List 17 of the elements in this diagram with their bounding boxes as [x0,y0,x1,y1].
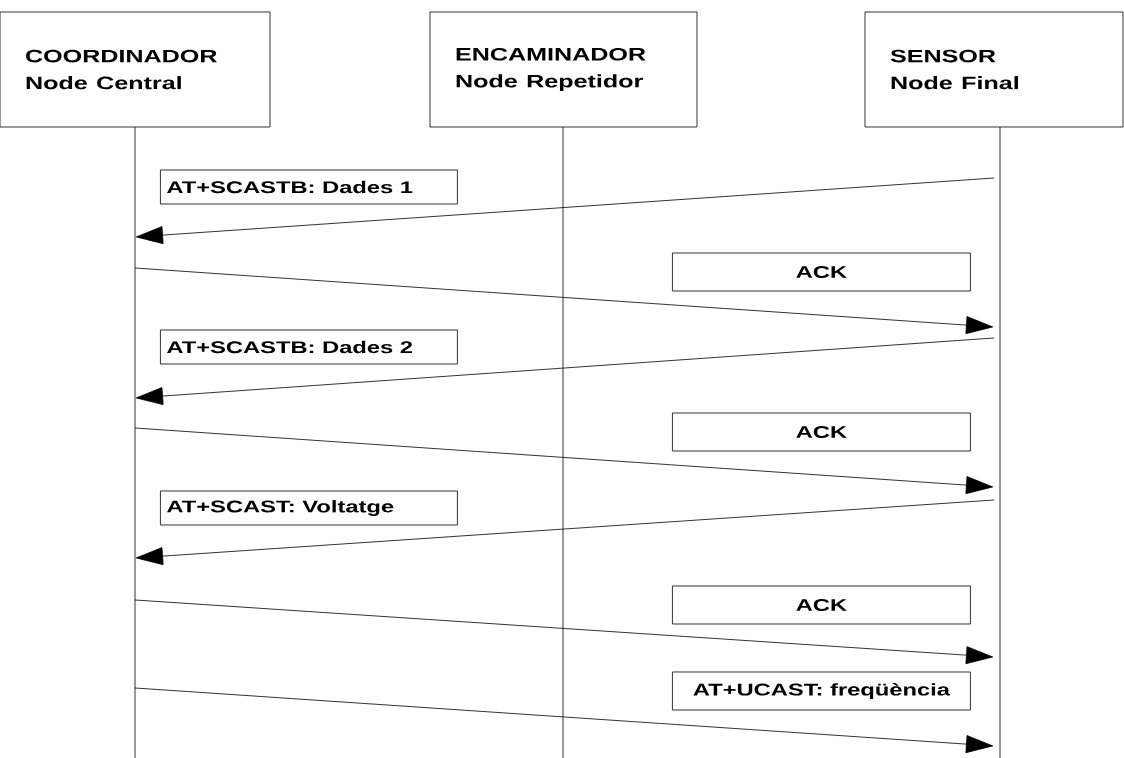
message-arrow [135,499,995,566]
message-label: AT+UCAST: freqüència [672,671,971,711]
participant-box: SENSOR Node Final [864,11,1124,128]
message-arrow [135,337,995,405]
participant-box: COORDINADOR Node Central [0,11,271,128]
message-label: AT+SCASTB: Dades 2 [160,329,458,365]
message-label: AT+SCASTB: Dades 1 [160,169,458,205]
message-label: ACK [672,412,971,452]
message-label: AT+SCAST: Voltatge [160,490,458,526]
message-label: ACK [672,585,971,625]
message-label: ACK [672,252,971,292]
message-arrow [134,599,994,665]
message-arrow [134,427,994,495]
participant-box: ENCAMINADOR Node Repetidor [429,11,698,128]
message-arrow [135,177,995,245]
message-arrow [134,687,994,754]
message-arrow [134,267,994,335]
